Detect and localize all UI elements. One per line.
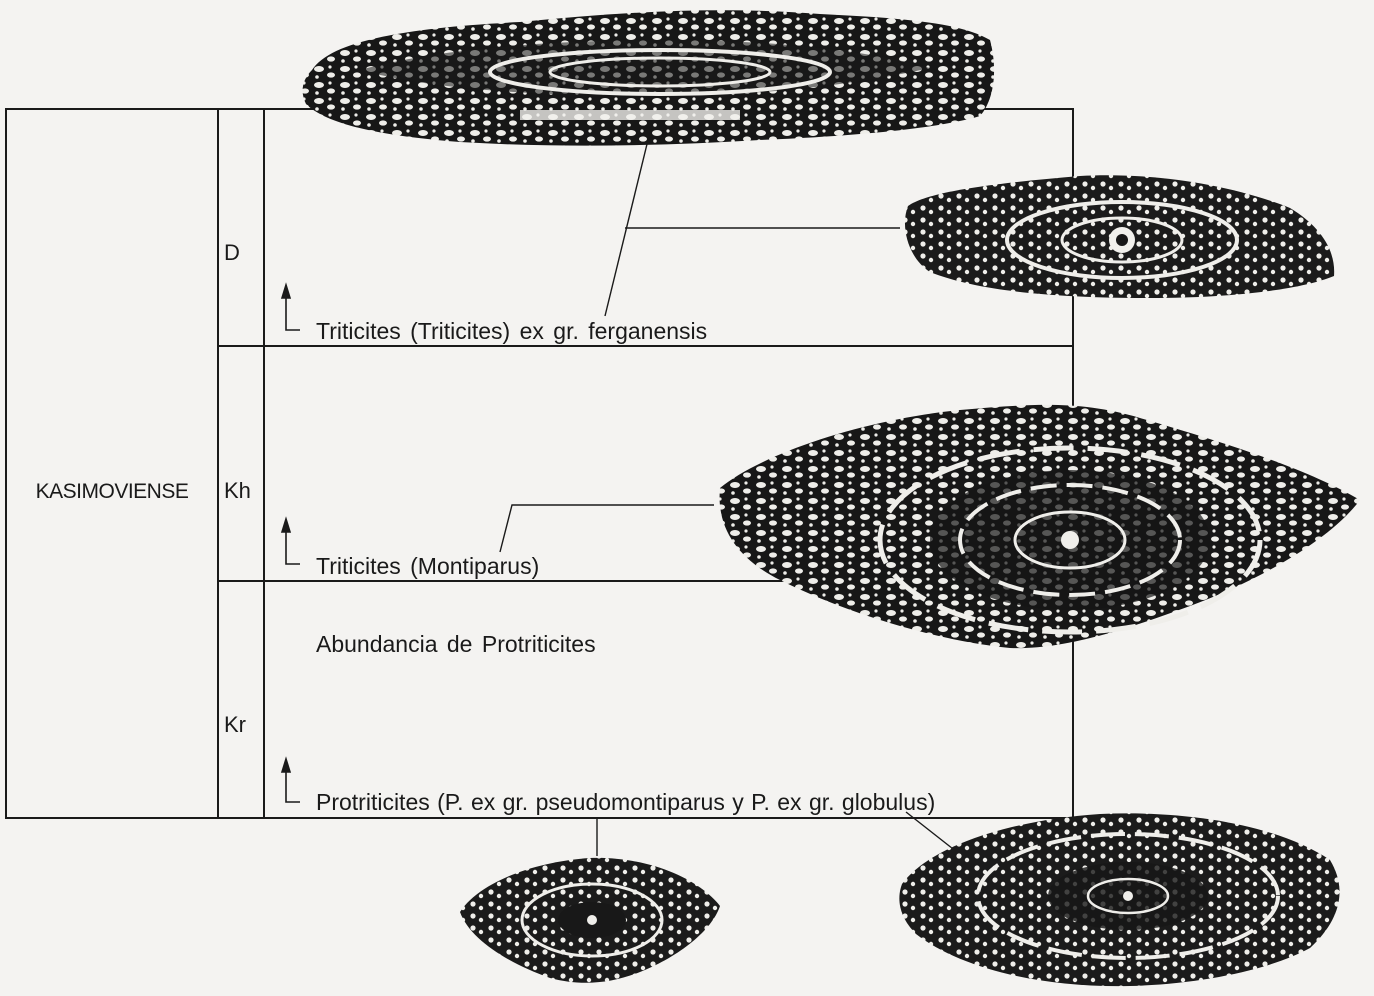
- leader-line-kh: [500, 505, 714, 552]
- zone-note-kr: Abundancia de Protriticites: [316, 631, 596, 657]
- fossil-image-protriticites-pseudomontiparus: [460, 858, 720, 983]
- stage-name: KASIMOVIENSE: [36, 480, 189, 503]
- fossil-image-protriticites-globulus: [899, 813, 1339, 986]
- zone-code-d: D: [224, 240, 240, 265]
- fad-arrow-kr: [282, 759, 300, 802]
- fossil-image-triticites-montiparus: [720, 405, 1360, 648]
- marker-taxon-kh: Triticites (Montiparus): [316, 553, 539, 579]
- fad-arrow-d: [282, 285, 300, 330]
- fossil-image-triticites-ferganensis-1: [303, 10, 994, 145]
- fad-arrow-kh: [282, 519, 300, 564]
- zone-code-kh: Kh: [224, 478, 251, 503]
- marker-taxon-kr: Protriticites (P. ex gr. pseudomontiparu…: [316, 789, 935, 815]
- marker-taxon-d: Triticites (Triticites) ex gr. ferganens…: [316, 318, 707, 344]
- fossil-image-triticites-ferganensis-2: [905, 175, 1334, 298]
- zone-code-kr: Kr: [224, 712, 246, 737]
